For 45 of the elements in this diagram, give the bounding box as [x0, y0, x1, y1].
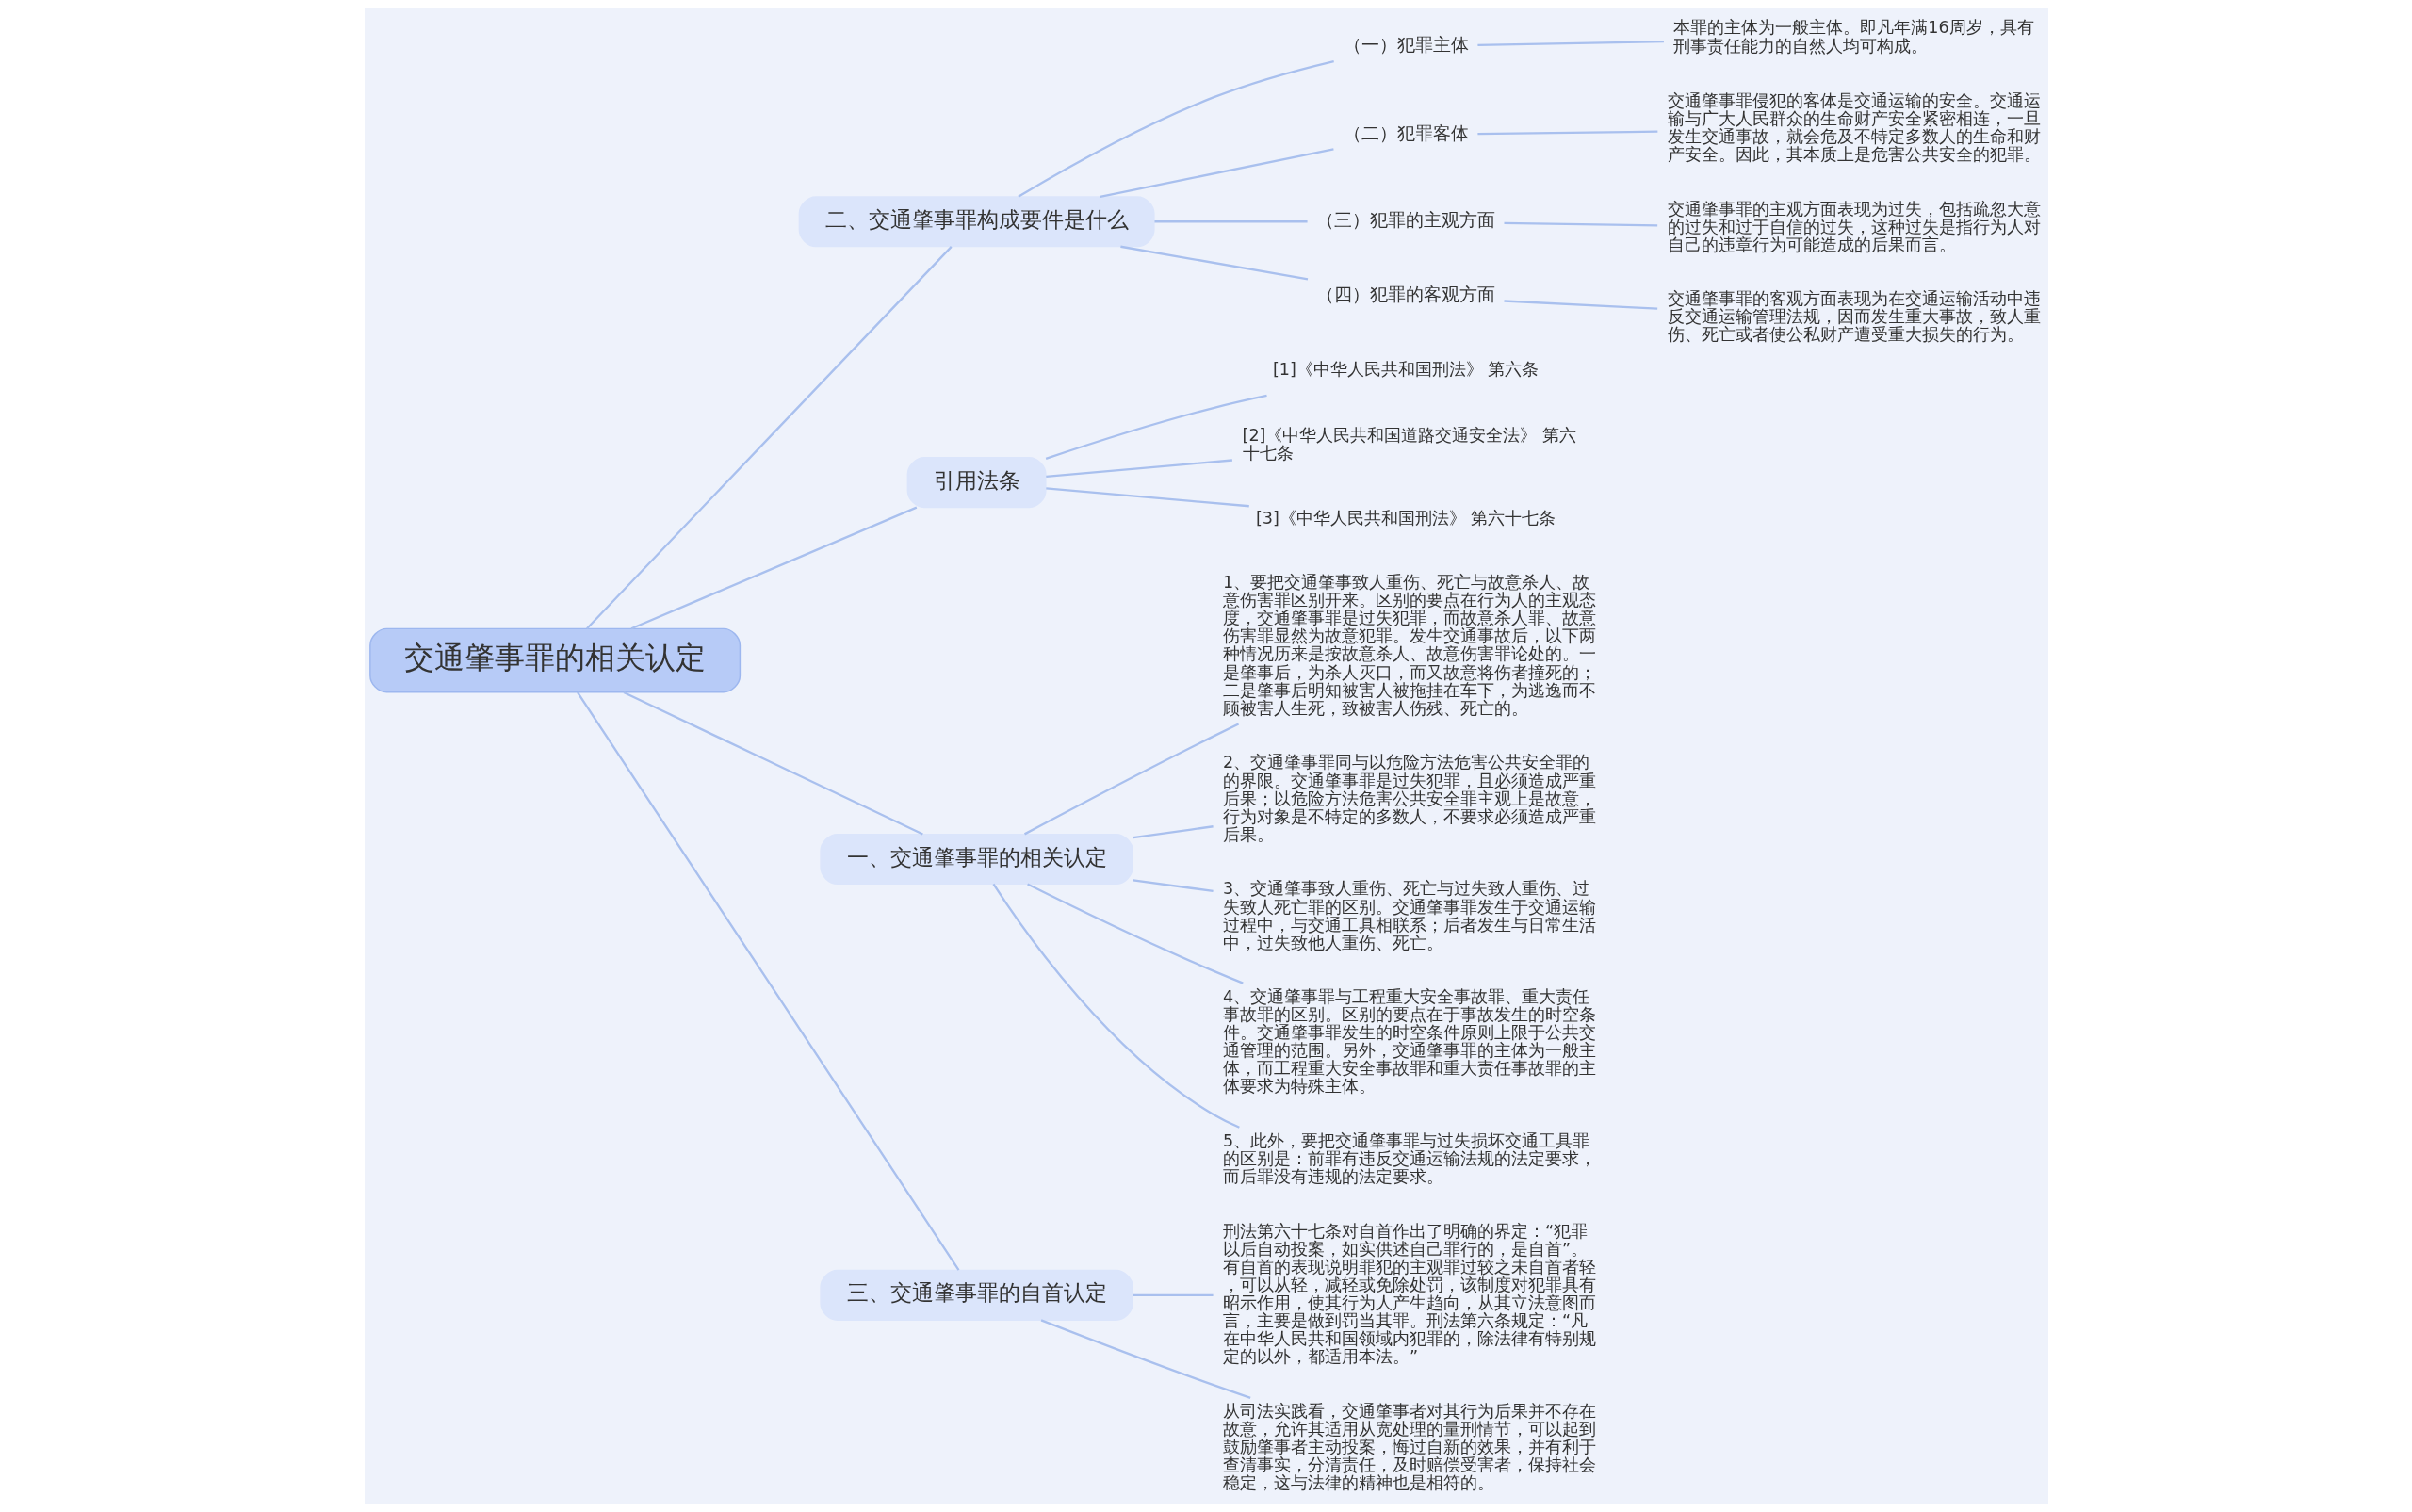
node-box: 一、交通肇事罪的相关认定 — [819, 833, 1133, 886]
connector — [1153, 220, 1308, 223]
node-box: 三、交通肇事罪的自首认定 — [819, 1269, 1133, 1321]
node-text: 交通肇事罪的客观方面表现为在交通运输活动中违反交通运输管理法规，因而发生重大事故，致人重伤、死亡或者使公私财产遭受重大损失的行为。 — [1667, 289, 2041, 345]
connector — [1023, 723, 1239, 836]
connector — [1503, 300, 1657, 310]
connector — [630, 506, 917, 630]
connector — [1133, 1293, 1214, 1296]
node-text: （二）犯罪客体 — [1343, 122, 1469, 143]
node-text: 4、交通肇事罪与工程重大安全事故罪、重大责任事故罪的区别。区别的要点在于事故发生的时空条件。交通肇事罪发生的时空条件原则上限于公共交通管理的范围。另外，交通肇事罪的主体为一般主体，而工程重大安全事故罪和重大责任事故罪的主体要求为特殊主体。 — [1222, 986, 1596, 1096]
node-text: 交通肇事罪的主观方面表现为过失，包括疏忽大意的过失和过于自信的过失，这种过失是指行为人对自己的违章行为可能造成的后果而言。 — [1667, 200, 2041, 255]
node-text: 刑法第六十七条对自首作出了明确的界定：“犯罪以后自动投案，如实供述自己罪行的，是自首”。有自首的表现说明罪犯的主观罪过较之未自首者轻，可以从轻，减轻或免除处罚，该制度对犯罪具有昭示作用，使其行为人产生趋向，从其立法意图而言，主要是做到罚当其罪。刑法第六条规定：“凡在中华人民共和国领域内犯罪的，除法律有特别规定的以外，都适用本法。” — [1222, 1221, 1596, 1367]
node-text: （四）犯罪的客观方面 — [1315, 284, 1495, 305]
node-text: [3]《中华人民共和国刑法》 第六十七条 — [1255, 509, 1556, 528]
node-text: 本罪的主体为一般主体。即凡年满16周岁，具有刑事责任能力的自然人均可构成。 — [1672, 18, 2034, 56]
connector — [991, 883, 1240, 1129]
connector — [585, 246, 953, 629]
connector — [1476, 130, 1657, 136]
node-text: 3、交通肇事致人重伤、死亡与过失致人重伤、过失致人死亡罪的区别。交通肇事罪发生于交通运输过程中，与交通工具相联系；后者发生与日常生活中，过失致他人重伤、死亡。 — [1222, 879, 1596, 952]
node-text: 5、此外，要把交通肇事罪与过失损坏交通工具罪的区别是：前罪有违反交通运输法规的法定要求，而后罪没有违规的法定要求。 — [1222, 1130, 1596, 1186]
node-text: 1、要把交通肇事致人重伤、死亡与故意杀人、故意伤害罪区别开来。区别的要点在行为人的主观态度，交通肇事罪是过失犯罪，而故意杀人罪、故意伤害罪显然为故意犯罪。发生交通事故后，以下两种情况历来是按故意杀人、故意伤害罪论处的。一是肇事后，为杀人灭口，而又故意将伤者撞死的；二是肇事后明知被害人被拖挂在车下，为逃逸而不顾被害人生死，致被害人伤残、死亡的。 — [1222, 573, 1596, 718]
node-box: 引用法条 — [906, 457, 1047, 509]
connector — [623, 691, 923, 836]
connector — [1040, 1319, 1251, 1399]
node-text: [1]《中华人民共和国刑法》 第六条 — [1272, 360, 1539, 380]
node-box: 二、交通肇事罪构成要件是什么 — [798, 196, 1155, 248]
node-text: 2、交通肇事罪同与以危险方法危害公共安全罪的的界限。交通肇事罪是过失犯罪，且必须造成严重后果；以危险方法危害公共安全罪主观上是故意，行为对象是不特定的多数人，不要求必须造成严重后果。 — [1222, 753, 1596, 844]
connector — [1017, 59, 1334, 198]
connector — [1476, 40, 1664, 46]
connector — [1045, 459, 1232, 478]
node-text: [2]《中华人民共和国道路交通安全法》 第六十七条 — [1242, 425, 1576, 463]
node-box: 交通肇事罪的相关认定 — [368, 627, 741, 693]
connector — [1503, 221, 1657, 227]
connector — [1045, 487, 1249, 508]
connector — [1026, 883, 1244, 984]
node-text: 从司法实践看，交通肇事者对其行为后果并不存在故意，允许其适用从宽处理的量刑情节，可以起到鼓励肇事者主动投案，悔过自新的效果，并有利于查清事实，分清责任，及时赔偿受害者，保持社会稳定，这与法律的精神也是相符的。 — [1222, 1401, 1596, 1493]
node-text: （一）犯罪主体 — [1343, 34, 1469, 56]
connector — [1133, 825, 1214, 839]
connector — [1100, 148, 1334, 198]
node-text: 交通肇事罪侵犯的客体是交通运输的安全。交通运输与广大人民群众的生命财产安全紧密相连，一旦发生交通事故，就会危及不特定多数人的生命和财产安全。因此，其本质上是危害公共安全的犯罪。 — [1667, 91, 2041, 165]
node-text: （三）犯罪的主观方面 — [1315, 209, 1495, 231]
connector — [1133, 879, 1214, 893]
connector — [1045, 394, 1267, 460]
connector — [576, 691, 959, 1271]
connector — [1119, 245, 1308, 281]
